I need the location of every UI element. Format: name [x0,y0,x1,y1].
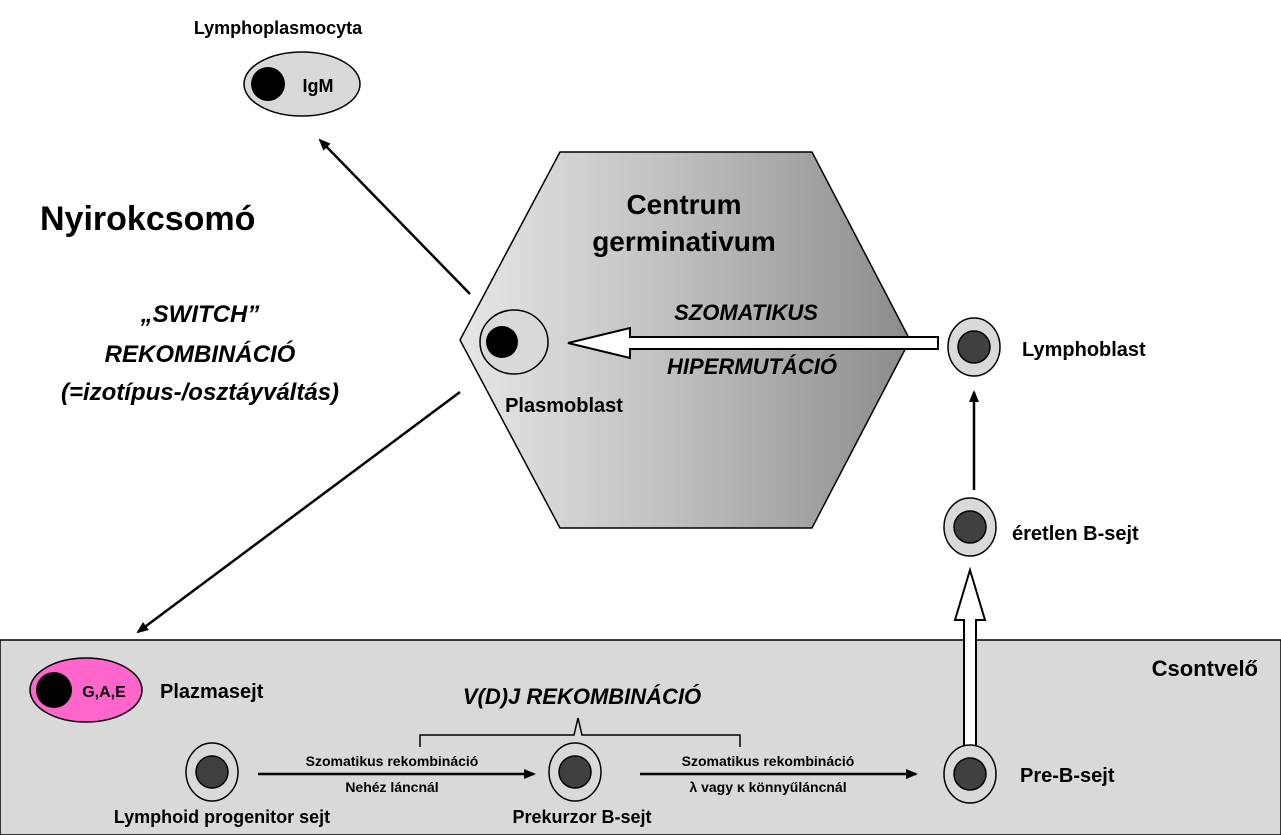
arrow-to-lymphoplasmocyta [318,138,471,295]
maturation-arrow [953,566,987,763]
plazmasejt-label: Plazmasejt [160,681,264,703]
germinal-center-label-line2: germinativum [592,226,776,257]
bone-marrow-region [0,639,1281,835]
germinal-center-label-line1: Centrum [626,189,741,220]
lymphoplasmocyta-label: Lymphoplasmocyta [194,18,363,38]
lymphoblast-nucleus [957,330,991,364]
lymphoplasmocyta-nucleus [251,67,285,101]
pre-b-nucleus [953,757,987,791]
switch-label-line3: (=izotípus-/osztáyváltás) [61,379,339,406]
lymphoid-progenitor-label: Lymphoid progenitor sejt [114,807,330,827]
lymphoid-progenitor-nucleus [195,755,229,789]
hypermutation-label-line2: HIPERMUTÁCIÓ [667,354,837,379]
plasmoblast-nucleus [486,326,518,358]
immature-b-nucleus [953,510,987,544]
heavy-chain-label-line2: Nehéz láncnál [345,779,438,795]
prekurzor-b-label: Prekurzor B-sejt [512,807,651,827]
light-chain-label-line1: Szomatikus rekombináció [682,753,855,769]
hypermutation-label-line1: SZOMATIKUS [674,300,818,325]
plazmasejt-gae: G,A,E [82,684,126,701]
vdj-label: V(D)J REKOMBINÁCIÓ [463,684,701,709]
hypermutation-arrow [567,326,939,360]
arrow-to-plazmasejt [136,390,461,634]
pre-b-label: Pre-B-sejt [1020,765,1115,787]
light-chain-label-line2: λ vagy κ könnyűláncnál [689,779,846,795]
lymphoplasmocyta-igm: IgM [303,76,334,96]
switch-label-line2: REKOMBINÁCIÓ [105,340,296,368]
vdj-brace [419,717,741,747]
plasmoblast-label: Plasmoblast [505,395,623,417]
heavy-chain-label-line1: Szomatikus rekombináció [306,753,479,769]
bone-marrow-label: Csontvelő [1152,656,1258,681]
immature-b-label: éretlen B-sejt [1012,523,1139,545]
lymph-node-label: Nyirokcsomó [40,200,255,238]
prekurzor-b-nucleus [558,755,592,789]
lymphoblast-label: Lymphoblast [1022,339,1146,361]
switch-label-line1: „SWITCH” [140,301,260,328]
plazmasejt-nucleus [36,672,72,708]
